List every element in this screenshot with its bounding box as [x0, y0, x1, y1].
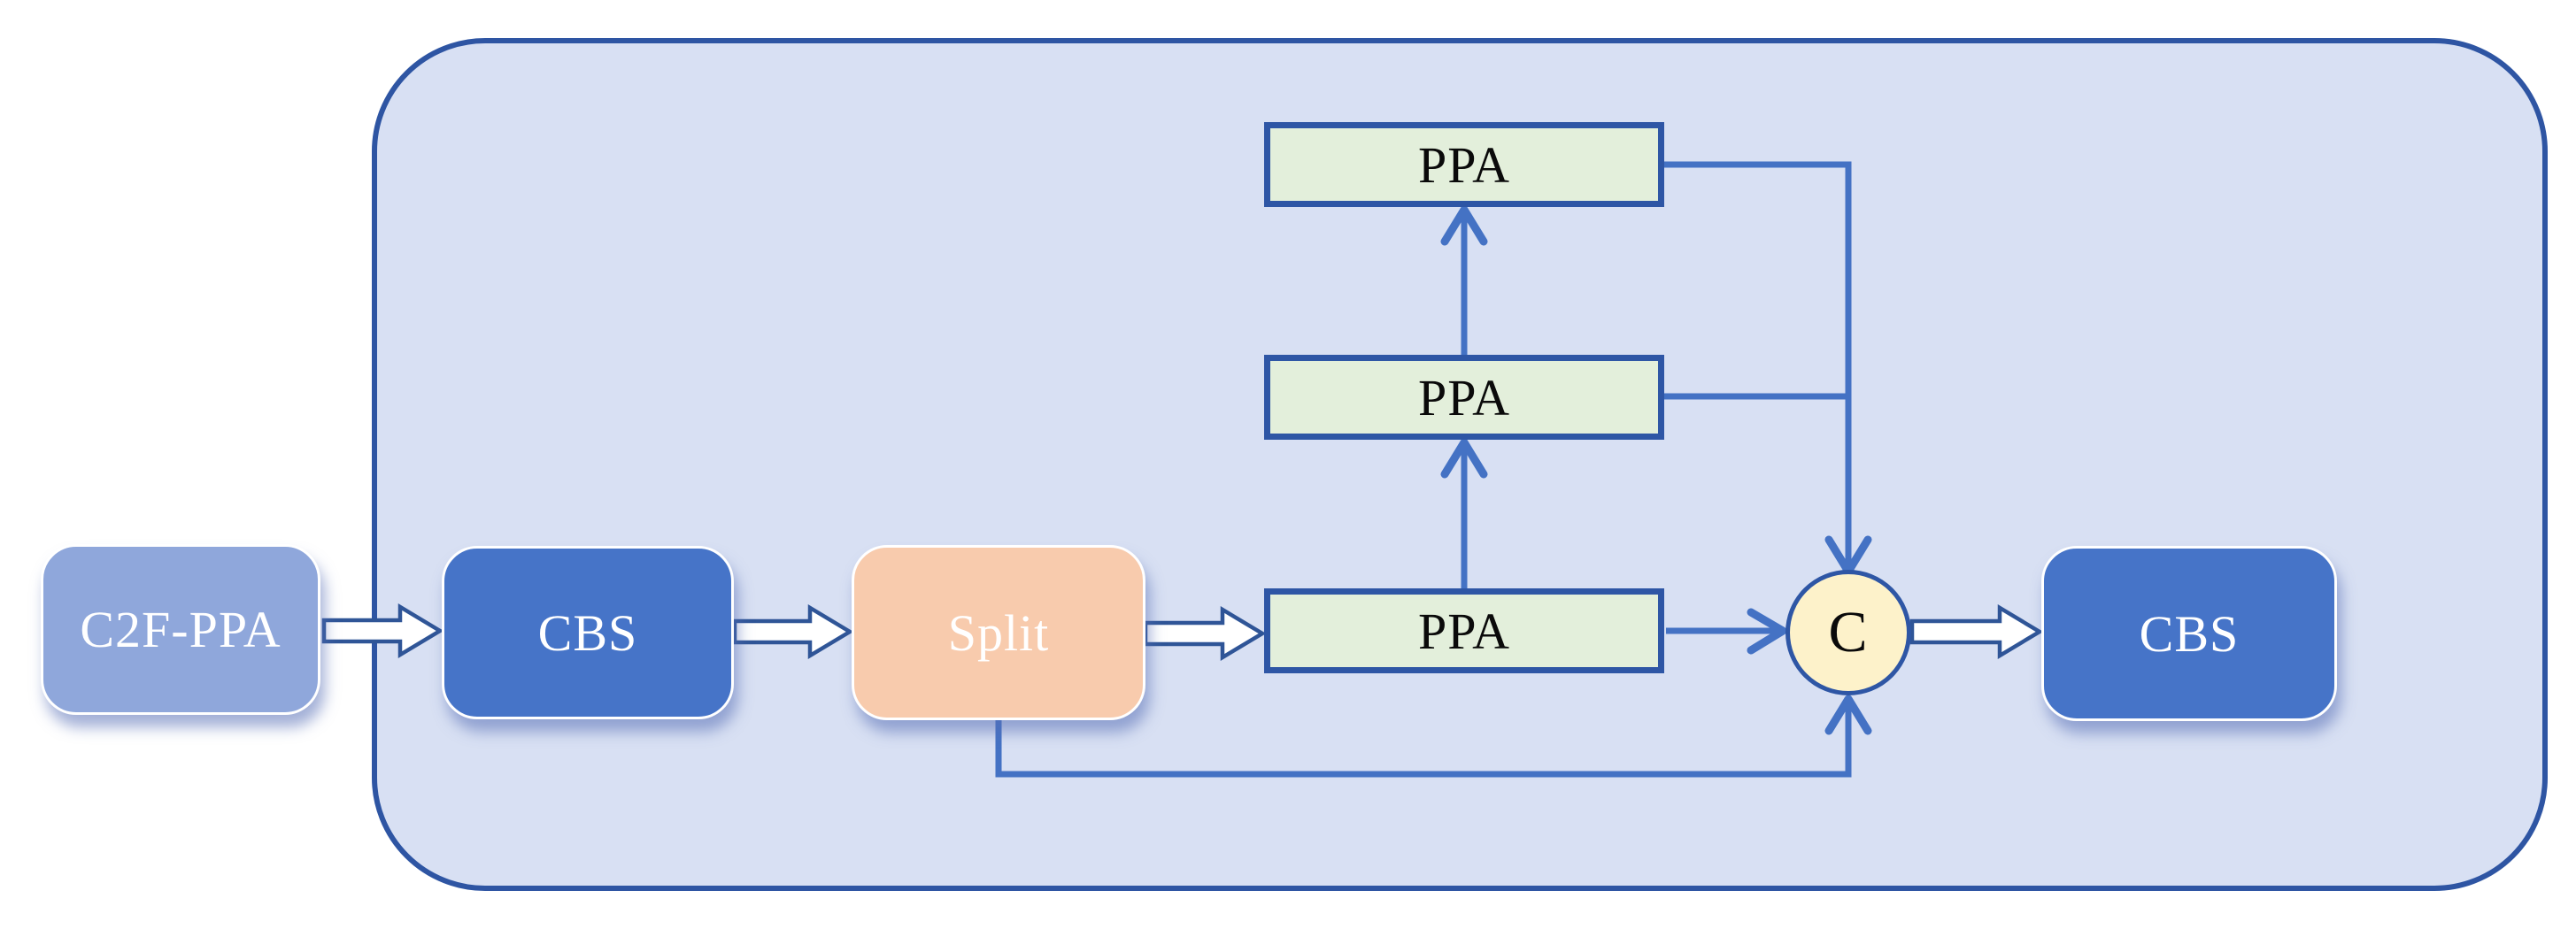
block-arrow-input-to-cbs: [321, 603, 444, 658]
arrowhead-into-concat-bottom: [1824, 695, 1872, 735]
node-c2f-ppa-label: C2F-PPA: [80, 601, 282, 658]
node-cbs-input-label: CBS: [537, 603, 638, 662]
node-split-label: Split: [947, 603, 1050, 662]
node-cbs-output: CBS: [2041, 546, 2337, 721]
block-arrow-concat-to-cbs: [1909, 604, 2044, 659]
block-arrow-split-to-ppa: [1143, 606, 1267, 661]
node-ppa-bottom: PPA: [1264, 588, 1664, 673]
node-ppa-middle-label: PPA: [1417, 368, 1511, 426]
arrowhead-into-ppa-middle: [1440, 438, 1488, 479]
block-arrow-cbs-to-split: [732, 604, 854, 659]
arrowhead-into-ppa-top: [1440, 205, 1488, 246]
node-ppa-middle: PPA: [1264, 355, 1664, 440]
node-concat-label: C: [1828, 600, 1869, 664]
node-cbs-input: CBS: [442, 546, 734, 719]
node-ppa-bottom-label: PPA: [1417, 602, 1511, 660]
edge-split-bypass-to-concat: [995, 704, 1852, 778]
edge-ppa-top-to-concat: [1664, 161, 1852, 566]
node-c2f-ppa: C2F-PPA: [41, 544, 320, 715]
node-split: Split: [852, 545, 1145, 720]
node-cbs-output-label: CBS: [2139, 604, 2240, 663]
arrowhead-into-concat-left: [1747, 608, 1787, 655]
node-ppa-top-label: PPA: [1417, 135, 1511, 194]
node-concat-circle: C: [1785, 570, 1911, 695]
node-ppa-top: PPA: [1264, 122, 1664, 207]
